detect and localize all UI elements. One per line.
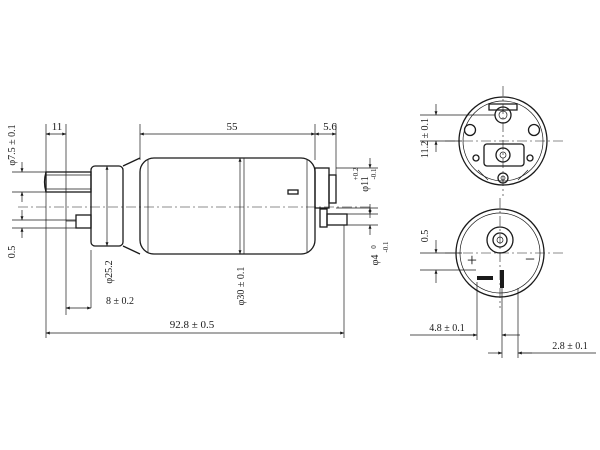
terminal-minus-symbol: − <box>525 249 535 269</box>
dim-cap-length: 8 ± 0.2 <box>106 296 134 307</box>
dim-pin-diameter-tol-lower: -0.1 <box>382 241 390 253</box>
dim-terminal-spacing: 4.8 ± 0.1 <box>429 323 465 334</box>
dim-inlet-diameter-tol-lower: -0.1 <box>370 168 378 180</box>
dim-inlet-diameter-tol-upper: +0.2 <box>352 167 360 180</box>
terminal-plus <box>477 276 493 280</box>
terminal-minus <box>500 270 504 288</box>
side-view: 11 55 5.6 φ7.5 ± 0.1 0.5 φ11 +0.2 -0.1 φ… <box>7 121 390 338</box>
dim-body-length: 55 <box>227 121 239 133</box>
dim-port-offset: 11.2 ± 0.1 <box>420 118 431 158</box>
dim-body-diameter: φ30 ± 0.1 <box>236 267 247 306</box>
dim-end-offset: 0.5 <box>420 230 431 243</box>
end-view-outlet: 11.2 ± 0.1 <box>420 86 565 196</box>
terminal-plus-symbol: + <box>467 250 477 270</box>
dim-offset: 0.5 <box>7 246 18 259</box>
dim-inlet-length: 5.6 <box>323 121 337 133</box>
dim-inlet-diameter: φ11 <box>360 176 371 191</box>
dim-outlet-diameter: φ7.5 ± 0.1 <box>7 124 18 165</box>
pump-body <box>139 157 316 255</box>
dim-overall-length: 92.8 ± 0.5 <box>170 319 215 331</box>
dim-pin-diameter-tol-upper: 0 <box>370 245 378 249</box>
outlet-tube <box>43 171 92 193</box>
dim-pin-diameter: φ4 <box>370 255 381 266</box>
end-view-terminal: + − 0.5 4.8 ± 0.1 2.8 ± 0.1 <box>410 198 596 358</box>
dim-cap-diameter: φ25.2 <box>104 260 115 283</box>
dim-terminal-width: 2.8 ± 0.1 <box>552 341 588 352</box>
extension-lines <box>12 124 378 338</box>
inlet-end <box>314 167 348 228</box>
dim-outlet-length: 11 <box>52 121 63 133</box>
dimension-lines <box>20 132 372 335</box>
